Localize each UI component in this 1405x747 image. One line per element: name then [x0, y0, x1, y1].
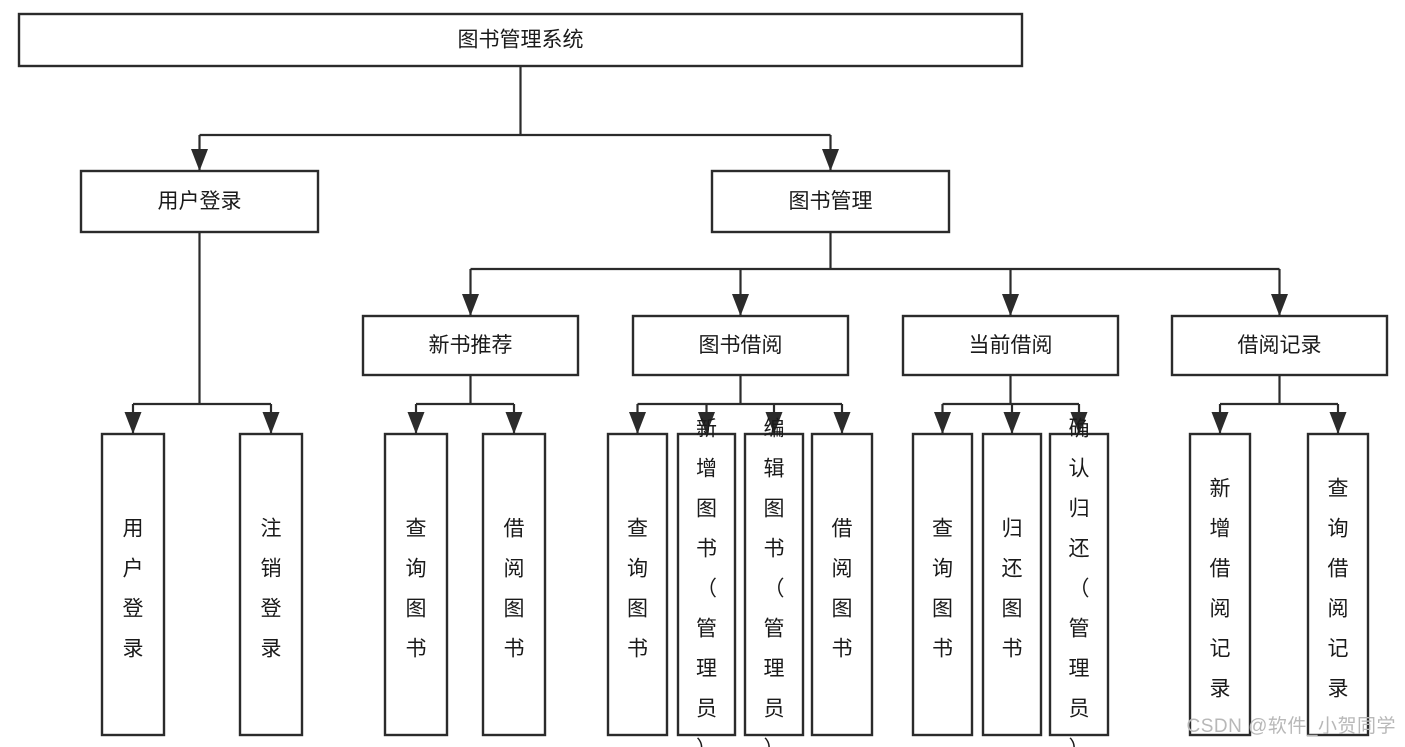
node-label-root: 图书管理系统 — [458, 29, 584, 52]
edge-group-book-borrow — [629, 375, 851, 434]
arrow-icon-leaf-user-login — [124, 412, 142, 434]
node-label-new-book-recommend: 新书推荐 — [429, 334, 513, 357]
node-label-leaf-confirm-return: 确认归还（管理员） — [1069, 418, 1090, 747]
node-leaf-logout[interactable]: 注销登录 — [238, 432, 304, 737]
node-label-leaf-query-borrow-record: 查询借阅记录 — [1328, 478, 1349, 701]
edge-group-root — [191, 66, 839, 171]
node-leaf-query-book-recommend[interactable]: 查询图书 — [383, 432, 449, 737]
node-box-leaf-borrow-book-recommend[interactable] — [481, 432, 547, 737]
arrow-icon-leaf-edit-book — [765, 412, 783, 434]
node-label-leaf-return-book: 归还图书 — [1002, 518, 1023, 661]
node-label-leaf-query-book-recommend: 查询图书 — [406, 518, 427, 661]
node-label-leaf-add-book: 新增图书（管理员） — [696, 418, 717, 747]
node-borrow-record[interactable]: 借阅记录 — [1170, 314, 1389, 377]
arrow-icon-user-login — [191, 149, 208, 171]
node-box-leaf-user-login[interactable] — [100, 432, 166, 737]
arrow-icon-book-borrow — [732, 294, 749, 316]
arrow-icon-leaf-query-book-recommend — [407, 412, 425, 434]
node-label-borrow-record: 借阅记录 — [1238, 334, 1322, 357]
node-leaf-add-borrow-record[interactable]: 新增借阅记录 — [1188, 432, 1252, 737]
node-root[interactable]: 图书管理系统 — [17, 12, 1024, 68]
node-box-new-book-recommend[interactable] — [361, 314, 580, 377]
node-book-borrow[interactable]: 图书借阅 — [631, 314, 850, 377]
node-label-leaf-add-borrow-record: 新增借阅记录 — [1210, 478, 1231, 701]
node-layer: 图书管理系统用户登录图书管理新书推荐图书借阅当前借阅借阅记录用户登录注销登录查询… — [17, 12, 1389, 747]
arrow-icon-borrow-record — [1271, 294, 1288, 316]
node-box-leaf-return-book[interactable] — [981, 432, 1043, 737]
node-box-book-management[interactable] — [710, 169, 951, 234]
node-label-leaf-edit-book: 编辑图书（管理员） — [764, 418, 785, 747]
node-box-leaf-logout[interactable] — [238, 432, 304, 737]
node-box-borrow-record[interactable] — [1170, 314, 1389, 377]
node-box-root[interactable] — [17, 12, 1024, 68]
node-leaf-query-book-borrow[interactable]: 查询图书 — [606, 432, 669, 737]
node-leaf-user-login[interactable]: 用户登录 — [100, 432, 166, 737]
node-box-leaf-query-borrow-record[interactable] — [1306, 432, 1370, 737]
edge-group-book-management — [462, 232, 1288, 316]
node-label-user-login: 用户登录 — [158, 190, 242, 213]
node-book-management[interactable]: 图书管理 — [710, 169, 951, 234]
node-leaf-query-borrow-record[interactable]: 查询借阅记录 — [1306, 432, 1370, 737]
arrow-icon-leaf-query-borrow-record — [1329, 412, 1347, 434]
node-leaf-confirm-return[interactable]: 确认归还（管理员） — [1048, 418, 1110, 747]
node-label-current-borrow: 当前借阅 — [969, 334, 1053, 357]
node-box-leaf-query-book-borrow[interactable] — [606, 432, 669, 737]
node-box-user-login[interactable] — [79, 169, 320, 234]
arrow-icon-leaf-return-book — [1003, 412, 1021, 434]
node-leaf-edit-book[interactable]: 编辑图书（管理员） — [743, 418, 805, 747]
edge-group-borrow-record — [1211, 375, 1347, 434]
arrow-icon-leaf-query-book-borrow — [629, 412, 646, 434]
node-label-leaf-borrow-book-recommend: 借阅图书 — [504, 518, 525, 661]
arrow-icon-leaf-add-book — [698, 412, 715, 434]
edge-group-user-login — [124, 232, 280, 434]
arrow-icon-current-borrow — [1002, 294, 1019, 316]
node-box-leaf-borrow-book[interactable] — [810, 432, 874, 737]
node-box-leaf-add-borrow-record[interactable] — [1188, 432, 1252, 737]
arrow-icon-leaf-logout — [262, 412, 280, 434]
node-label-leaf-query-book-borrow: 查询图书 — [627, 518, 648, 661]
edge-group-current-borrow — [934, 375, 1088, 434]
arrow-icon-new-book-recommend — [462, 294, 479, 316]
arrow-icon-leaf-add-borrow-record — [1211, 412, 1229, 434]
node-label-leaf-logout: 注销登录 — [261, 518, 282, 661]
arrow-icon-leaf-query-book-current — [934, 412, 951, 434]
node-leaf-borrow-book-recommend[interactable]: 借阅图书 — [481, 432, 547, 737]
node-leaf-add-book[interactable]: 新增图书（管理员） — [676, 418, 737, 747]
node-leaf-return-book[interactable]: 归还图书 — [981, 432, 1043, 737]
node-label-leaf-user-login: 用户登录 — [123, 518, 144, 661]
node-box-leaf-query-book-current[interactable] — [911, 432, 974, 737]
node-label-book-borrow: 图书借阅 — [699, 334, 783, 357]
edge-group-new-book-recommend — [407, 375, 523, 434]
arrow-icon-leaf-borrow-book-recommend — [505, 412, 523, 434]
node-label-leaf-borrow-book: 借阅图书 — [832, 518, 853, 661]
node-new-book-recommend[interactable]: 新书推荐 — [361, 314, 580, 377]
connector-layer — [124, 66, 1347, 434]
node-box-leaf-confirm-return[interactable] — [1048, 432, 1110, 737]
node-leaf-borrow-book[interactable]: 借阅图书 — [810, 432, 874, 737]
csdn-watermark: CSDN @软件_小贺同学 — [1187, 715, 1396, 737]
node-box-leaf-query-book-recommend[interactable] — [383, 432, 449, 737]
node-user-login[interactable]: 用户登录 — [79, 169, 320, 234]
node-label-leaf-query-book-current: 查询图书 — [932, 518, 953, 661]
node-box-leaf-edit-book[interactable] — [743, 432, 805, 737]
arrow-icon-leaf-borrow-book — [833, 412, 851, 434]
arrow-icon-leaf-confirm-return — [1070, 412, 1088, 434]
node-box-book-borrow[interactable] — [631, 314, 850, 377]
node-label-book-management: 图书管理 — [789, 190, 873, 213]
node-leaf-query-book-current[interactable]: 查询图书 — [911, 432, 974, 737]
node-box-leaf-add-book[interactable] — [676, 432, 737, 737]
node-current-borrow[interactable]: 当前借阅 — [901, 314, 1120, 377]
arrow-icon-book-management — [822, 149, 839, 171]
node-box-current-borrow[interactable] — [901, 314, 1120, 377]
